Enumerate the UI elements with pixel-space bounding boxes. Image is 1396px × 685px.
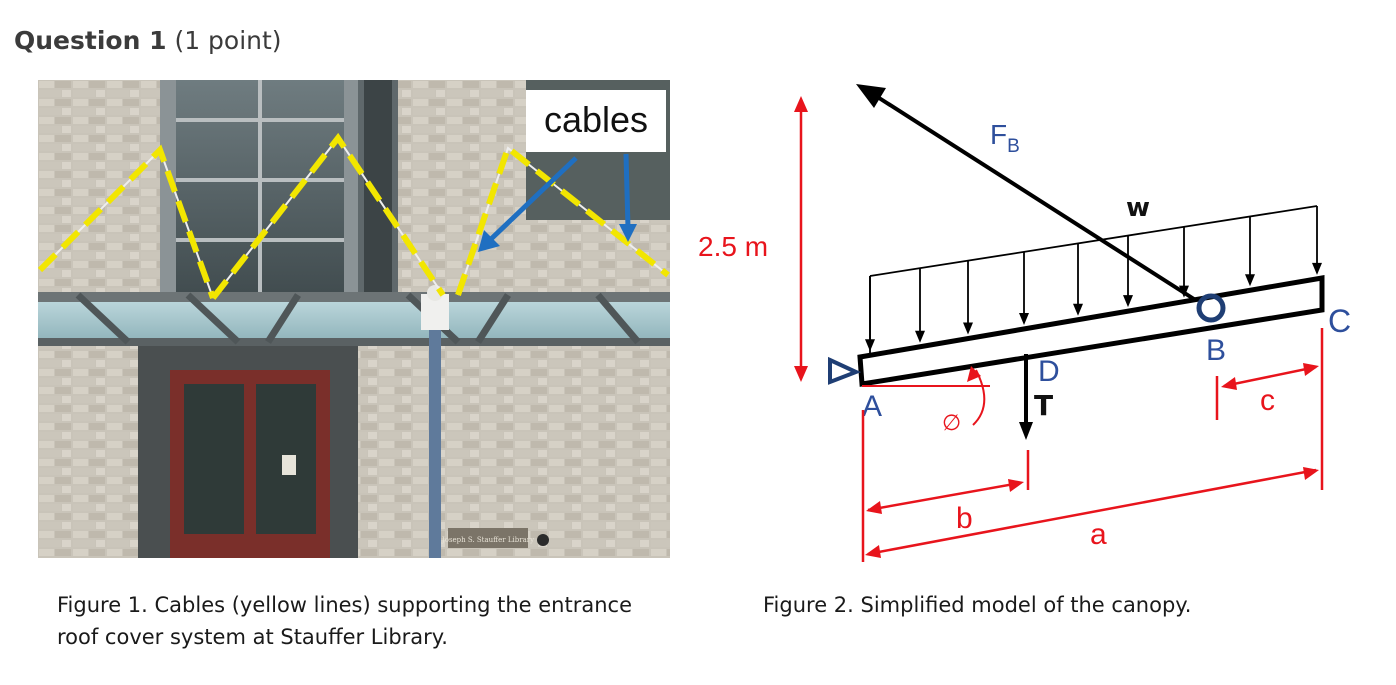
figure1-caption-line2: roof cover system at Stauffer Library. — [57, 625, 448, 649]
point-c-label: C — [1328, 303, 1351, 339]
height-dimension-label: 2.5 m — [698, 231, 768, 262]
dim-b-label: b — [956, 502, 973, 535]
figure1-photo: Joseph S. Stauffer Library cables — [38, 80, 670, 558]
dim-b-arrow-right — [1008, 479, 1024, 492]
load-arrow-head — [1123, 295, 1133, 308]
tension-t-arrow — [1019, 354, 1033, 440]
dim-a-arrow-left — [865, 545, 881, 558]
force-fb-main: F — [990, 119, 1007, 150]
dim-c-line — [1223, 365, 1317, 388]
dim-c-arrow-left — [1221, 377, 1237, 390]
angle-arrowhead — [967, 366, 981, 382]
figure2-diagram: 2.5 m FB w ∅ A B C — [690, 70, 1380, 570]
load-arrows — [865, 206, 1322, 352]
dim-c-arrow-right — [1303, 363, 1319, 376]
cables-callout: cables — [544, 99, 648, 140]
height-dimension-arrow — [794, 96, 808, 382]
force-fb-label: FB — [990, 119, 1020, 157]
load-w-label: w — [1126, 193, 1150, 223]
dim-b-line — [867, 481, 1021, 512]
question-label: Question 1 — [14, 26, 167, 55]
dim-c-label: c — [1260, 384, 1275, 417]
question-title: Question 1 (1 point) — [14, 26, 282, 55]
cable-attachment-b-icon — [1196, 293, 1226, 323]
canopy-beam — [857, 275, 1325, 387]
dim-a-label: a — [1090, 518, 1107, 551]
load-arrow-head — [1245, 274, 1255, 287]
dim-a-line — [867, 468, 1317, 556]
force-fb-arrow — [856, 84, 1210, 310]
canopy-photo-illustration: Joseph S. Stauffer Library cables — [38, 80, 670, 558]
load-arrow-head — [1019, 312, 1029, 325]
figure2-caption: Figure 2. Simplified model of the canopy… — [763, 593, 1192, 617]
force-fb-subscript: B — [1007, 136, 1020, 157]
dim-b-arrow-left — [866, 501, 882, 514]
dim-a-arrow-right — [1303, 467, 1319, 480]
point-d-label: D — [1038, 355, 1060, 388]
angle-phi-label: ∅ — [942, 411, 961, 436]
load-arrow-head — [865, 339, 875, 352]
load-arrow-head — [963, 322, 973, 335]
pin-support-a-icon — [828, 356, 862, 385]
library-sign-text: Joseph S. Stauffer Library — [441, 536, 534, 544]
point-a-label: A — [862, 390, 882, 423]
figure1-caption: Figure 1. Cables (yellow lines) supporti… — [57, 589, 697, 653]
load-arrow-head — [1073, 303, 1083, 316]
point-b-label: B — [1206, 334, 1226, 367]
load-arrow-head — [915, 330, 925, 343]
load-arrow-head — [1312, 262, 1322, 275]
load-arrow-head — [1179, 285, 1189, 298]
question-points: (1 point) — [174, 26, 282, 55]
figure1-caption-line1: Figure 1. Cables (yellow lines) supporti… — [57, 593, 633, 617]
tension-t-label: T — [1034, 389, 1053, 422]
